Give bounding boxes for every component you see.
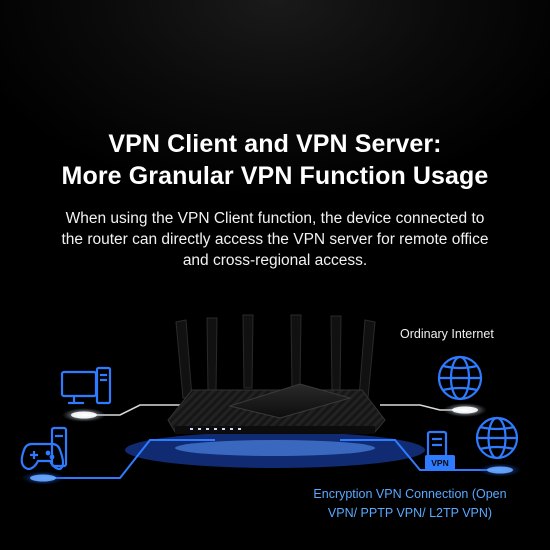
ordinary-internet-label: Ordinary Internet [400, 327, 494, 341]
globe-icon [475, 416, 519, 460]
vpn-connection-lines [43, 439, 500, 479]
description-line-3: and cross-regional access. [182, 252, 368, 269]
title-line-2: More Granular VPN Function Usage [61, 162, 489, 190]
game-console-icon [20, 426, 68, 471]
vpn-connection-label-line-2: VPN/ PPTP VPN/ L2TP VPN) [327, 506, 493, 520]
vpn-badge-label: VPN [431, 458, 448, 468]
globe-icon [437, 355, 483, 401]
vpn-badge [425, 455, 455, 470]
page-title: VPN Client and VPN Server: More Granular… [0, 128, 550, 192]
router [167, 383, 386, 434]
vpn-connection-label-line-1: Encryption VPN Connection (Open [313, 487, 507, 501]
description: When using the VPN Client function, the … [20, 208, 530, 271]
title-line-1: VPN Client and VPN Server: [108, 130, 442, 158]
description-line-2: the router can directly access the VPN s… [61, 231, 489, 248]
description-line-1: When using the VPN Client function, the … [65, 210, 485, 227]
router-top-panel [228, 383, 352, 419]
desktop-computer-icon [60, 366, 112, 405]
server-icon: VPN [425, 430, 455, 470]
router-antennas [175, 314, 376, 399]
vpn-connection-label: Encryption VPN Connection (Open VPN/ PPT… [290, 485, 530, 523]
